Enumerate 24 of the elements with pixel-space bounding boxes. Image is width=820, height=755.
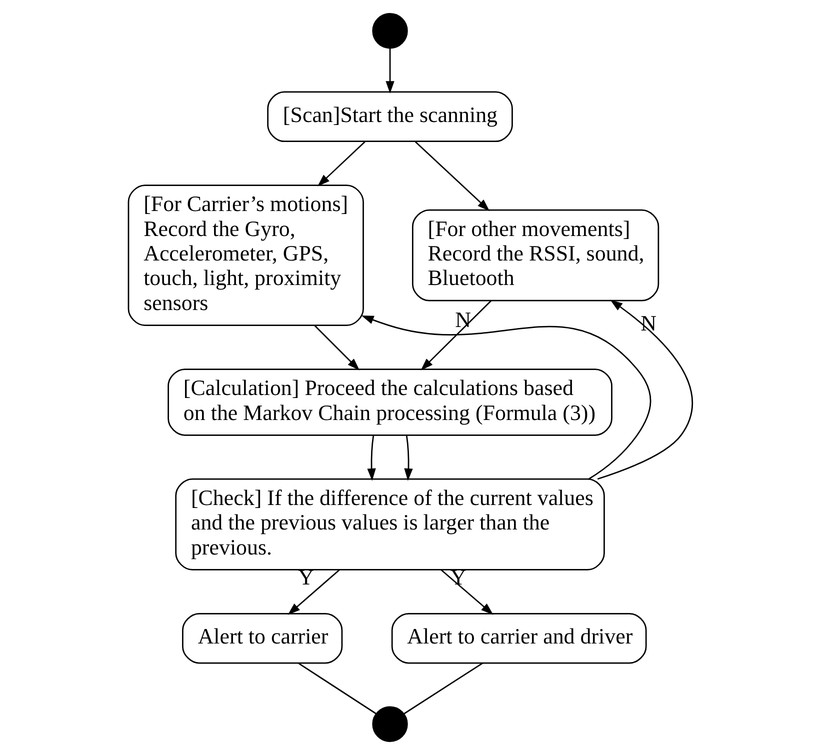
arrow bbox=[420, 300, 492, 370]
node-circle bbox=[372, 706, 408, 742]
edge-label: N bbox=[640, 310, 656, 336]
connector bbox=[402, 662, 483, 714]
arrow bbox=[440, 569, 493, 615]
arrow bbox=[360, 315, 651, 480]
node-box: [Check] If the difference of the current values and the previous values is larger than the previous. bbox=[174, 478, 604, 570]
node-box: Alert to carrier bbox=[182, 612, 342, 664]
node-box: [For other movements] Record the RSSI, sound, Bluetooth bbox=[411, 209, 659, 302]
node-box: [Scan]Start the scanning bbox=[266, 91, 512, 142]
node-box: Alert to carrier and driver bbox=[390, 612, 646, 664]
arrow bbox=[385, 48, 394, 94]
node-box: [Calculation] Proceed the calculations based on the Markov Chain processing (Formula (3)) bbox=[167, 368, 612, 436]
connector bbox=[298, 662, 376, 714]
node-circle bbox=[372, 13, 408, 49]
arrow bbox=[596, 300, 692, 480]
arrow bbox=[317, 141, 365, 186]
arrow bbox=[314, 324, 360, 370]
arrow bbox=[366, 436, 376, 481]
edge-label: N bbox=[454, 306, 471, 332]
arrow bbox=[287, 569, 340, 615]
arrow bbox=[404, 436, 412, 481]
arrow bbox=[414, 141, 490, 212]
node-box: [For Carrier’s motions] Record the Gyro, Accelerometer, GPS, touch, light, proximity sensors bbox=[127, 184, 364, 326]
